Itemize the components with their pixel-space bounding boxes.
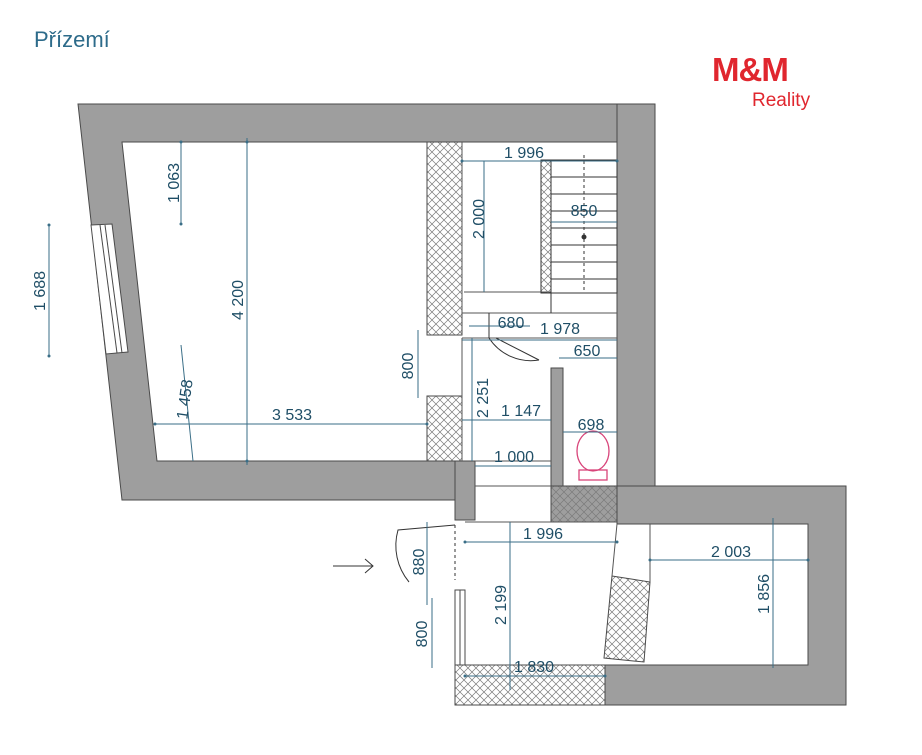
- interior-lines: [461, 142, 651, 582]
- entrance-arrow-icon: [333, 558, 374, 574]
- wc-toilet: [576, 430, 610, 481]
- dim-1063: 1 063: [166, 163, 183, 203]
- dim-1996-b: 1 996: [523, 526, 563, 543]
- dim-2199: 2 199: [493, 585, 510, 625]
- dim-3533: 3 533: [272, 407, 312, 424]
- dim-680: 680: [498, 315, 525, 332]
- dim-1458: 1 458: [174, 378, 196, 420]
- door-swing-entrance: [395, 524, 456, 583]
- page-title: Přízemí: [34, 27, 110, 52]
- dim-1996-a: 1 996: [504, 145, 544, 162]
- staircase: [540, 155, 618, 313]
- logo-brand: M&M: [712, 51, 789, 88]
- dimension-ticks: [47, 140, 810, 678]
- hatch-wall-5: [454, 664, 606, 706]
- north-right-wall: [616, 103, 656, 487]
- dim-880: 880: [411, 549, 428, 576]
- dim-850: 850: [571, 203, 598, 220]
- dim-800-a: 800: [400, 353, 417, 380]
- hatch-wall-4: [603, 575, 651, 663]
- dim-1147: 1 147: [501, 403, 541, 420]
- dim-1830: 1 830: [514, 659, 554, 676]
- dim-4200: 4 200: [230, 280, 247, 320]
- company-logo: M&M Reality: [712, 52, 822, 118]
- corridor-partition: [454, 460, 476, 521]
- dim-2251: 2 251: [475, 378, 492, 418]
- dim-650: 650: [574, 343, 601, 360]
- hatch-wall-1: [426, 141, 463, 336]
- dim-2000: 2 000: [471, 199, 488, 239]
- left-window: [90, 223, 129, 355]
- main-room-walls: [77, 103, 656, 501]
- dim-1000: 1 000: [494, 449, 534, 466]
- wc-top-wall: [550, 367, 564, 487]
- doors: [395, 313, 540, 583]
- dim-1688: 1 688: [32, 271, 49, 311]
- hall-window: [454, 589, 466, 666]
- dim-1856: 1 856: [756, 574, 773, 614]
- hatch-wall-3: [550, 485, 618, 523]
- dimension-labels: 1 063 1 688 4 200 1 458 3 533 800 1 996 …: [32, 145, 773, 676]
- logo-sub: Reality: [752, 90, 811, 111]
- hatch-wall-2: [426, 395, 463, 462]
- dim-1978: 1 978: [540, 321, 580, 338]
- dim-698: 698: [578, 417, 605, 434]
- dim-800-b: 800: [414, 621, 431, 648]
- dimension-lines: [48, 138, 808, 690]
- dim-2003: 2 003: [711, 544, 751, 561]
